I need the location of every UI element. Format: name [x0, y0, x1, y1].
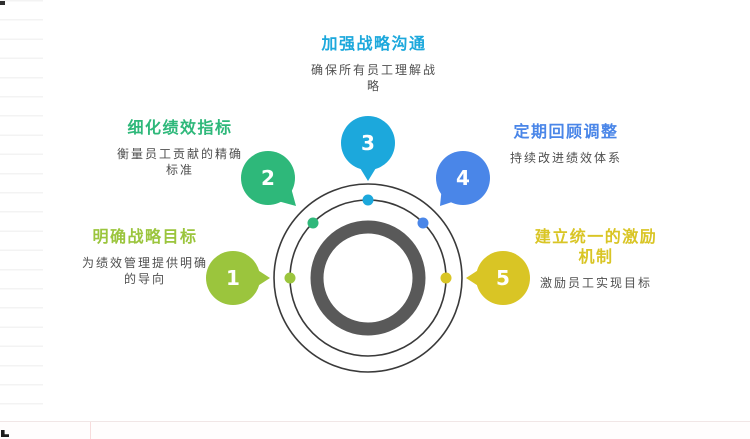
step-1-title: 明确战略目标: [92, 227, 198, 246]
step-4-title: 定期回顾调整: [513, 122, 619, 141]
bubble-2: 2: [241, 151, 296, 206]
bottom-sheet-strip: [0, 422, 750, 439]
bubble-3: 3: [341, 116, 395, 181]
bubble-1-number: 1: [226, 266, 240, 290]
bubble-5-circle: [476, 251, 530, 305]
step-2-title: 细化绩效指标: [127, 118, 233, 137]
step-label-5: 建立统一的激励机制 激励员工实现目标: [530, 227, 662, 291]
step-1-description: 为绩效管理提供明确的导向: [81, 256, 208, 286]
step-label-2: 细化绩效指标 衡量员工贡献的精确标准: [116, 118, 244, 178]
step-label-3: 加强战略沟通 确保所有员工理解战略: [310, 34, 438, 94]
bubble-2-number: 2: [261, 166, 275, 190]
bubble-4-number: 4: [456, 166, 470, 190]
step-4-description: 持续改进绩效体系: [509, 151, 622, 165]
bubble-2-circle: [241, 151, 295, 205]
bubble-1-circle: [206, 251, 260, 305]
bubble-3-number: 3: [361, 131, 375, 155]
orbit-dot-2: [307, 217, 319, 229]
step-2-description: 衡量员工贡献的精确标准: [116, 147, 243, 177]
bubble-3-circle: [341, 116, 395, 170]
bottom-sheet-divider: [0, 421, 750, 422]
background-sheet-row-lines: [0, 0, 43, 421]
core-ring: [310, 220, 426, 336]
step-label-1: 明确战略目标 为绩效管理提供明确的导向: [81, 227, 209, 287]
orbit-dot-4: [417, 217, 429, 229]
bubble-5: 5: [466, 251, 530, 305]
outer-orbit-circle: [273, 183, 463, 373]
step-3-title: 加强战略沟通: [321, 34, 427, 53]
step-5-description: 激励员工实现目标: [539, 276, 652, 290]
step-label-4: 定期回顾调整 持续改进绩效体系: [502, 122, 630, 166]
orbit-dot-1: [284, 272, 296, 284]
bubble-4: 4: [436, 151, 490, 206]
orbit-circles: [273, 183, 463, 373]
bottom-sheet-column-line: [90, 422, 91, 439]
orbit-dot-5: [440, 272, 452, 284]
top-left-edge-artifact: [0, 1, 5, 5]
step-5-title: 建立统一的激励机制: [534, 227, 658, 266]
step-3-description: 确保所有员工理解战略: [310, 63, 437, 93]
bubble-4-circle: [436, 151, 490, 205]
bubble-1: 1: [206, 251, 270, 305]
orbit-dot-3: [362, 194, 374, 206]
bubble-5-number: 5: [496, 266, 510, 290]
